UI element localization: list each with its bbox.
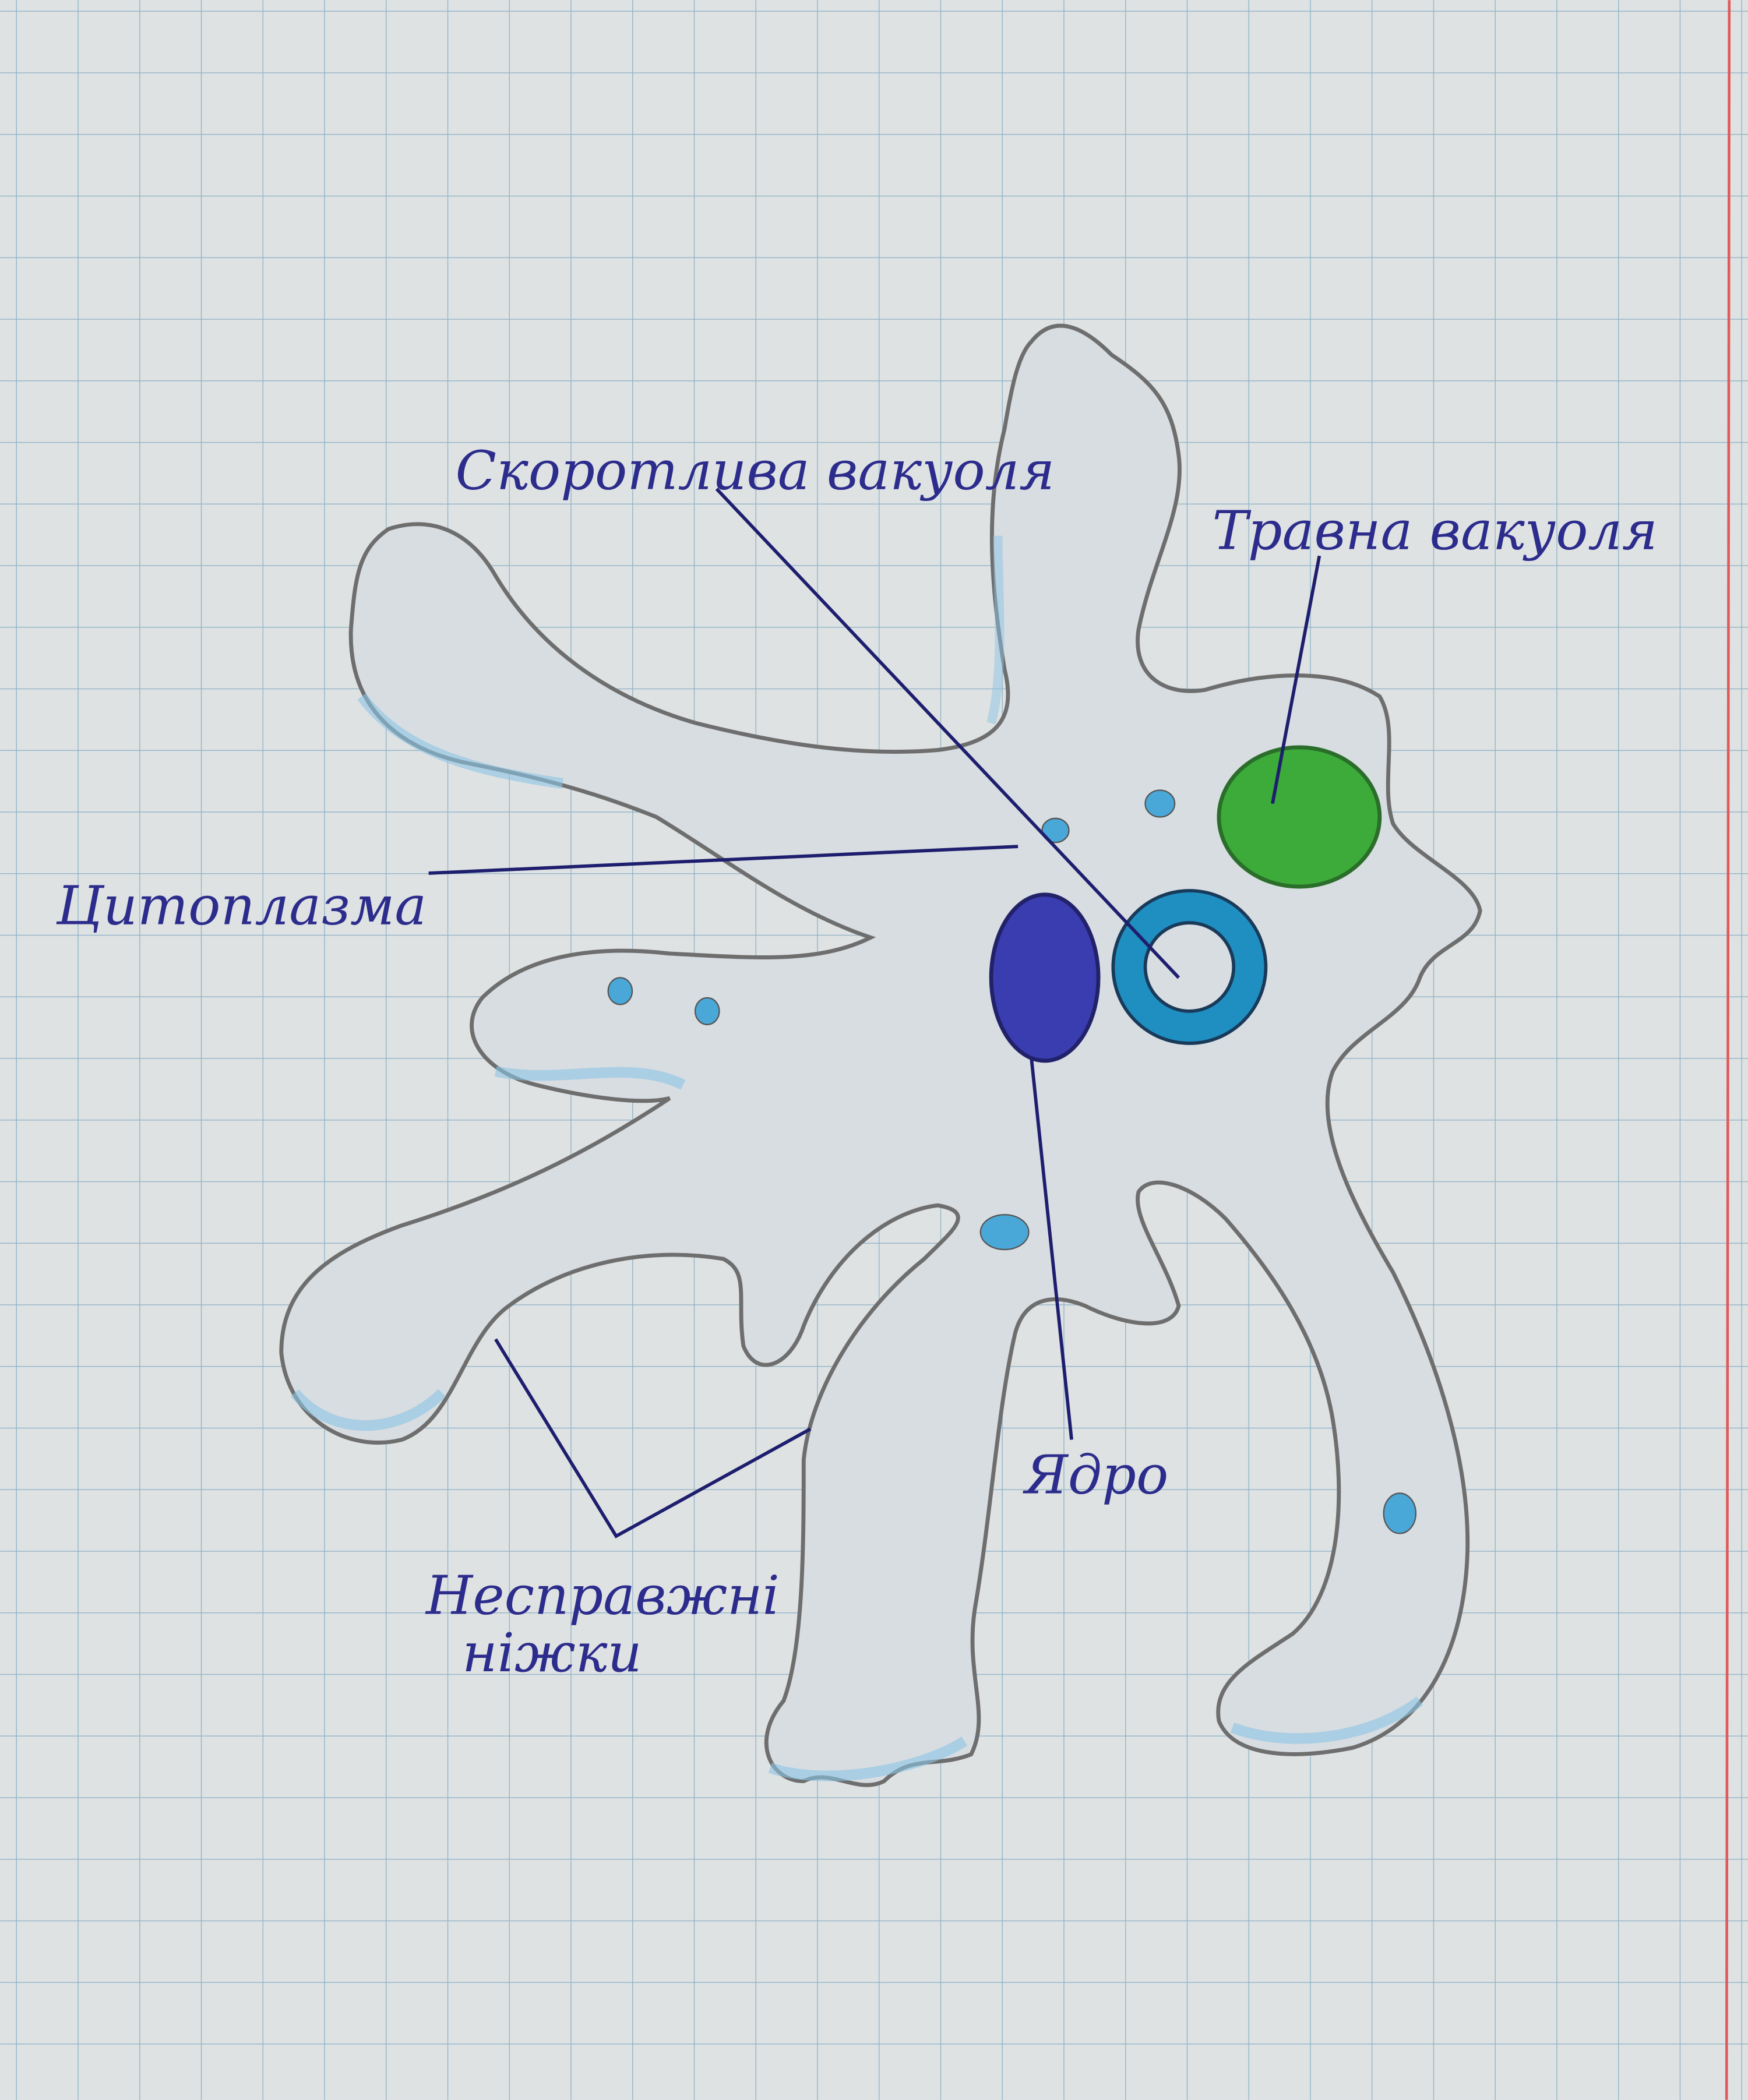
leader-cytoplasm [428, 845, 1019, 875]
label-digestive-vacuole: Травна вакуоля [1212, 500, 1657, 562]
small-vacuole [1041, 817, 1070, 843]
small-vacuole [979, 1214, 1030, 1251]
leader-contractile-vacuole [715, 488, 1180, 979]
shading-stroke [357, 693, 563, 789]
shading-stroke [986, 535, 1005, 725]
small-vacuole [694, 997, 720, 1025]
contractile-vacuole-outline [1111, 889, 1268, 1045]
contractile-vacuole [1114, 892, 1265, 1042]
shading-stroke [494, 1066, 686, 1090]
shading-stroke [768, 1737, 968, 1781]
contractile-vacuole-inner [1143, 921, 1236, 1013]
small-vacuole [607, 977, 633, 1005]
leader-digestive-vacuole [1271, 555, 1321, 804]
label-cytoplasm: Цитоплазма [56, 874, 427, 937]
leader-pseudopodia [494, 1338, 812, 1538]
label-contractile-vacuole: Скоротлива вакуоля [456, 439, 1055, 502]
small-vacuole [1144, 789, 1176, 818]
digestive-vacuole [1217, 745, 1382, 889]
shading-stroke [1230, 1696, 1423, 1744]
leader-nucleus [1030, 1057, 1073, 1440]
label-pseudopodia-line1: Несправжні [425, 1564, 780, 1626]
small-vacuole [1383, 1492, 1417, 1534]
nucleus [989, 892, 1101, 1063]
label-pseudopodia-line2: ніжки [462, 1622, 642, 1684]
label-nucleus: Ядро [1023, 1443, 1169, 1506]
margin-line [1725, 0, 1731, 2100]
shading-stroke [290, 1389, 446, 1431]
